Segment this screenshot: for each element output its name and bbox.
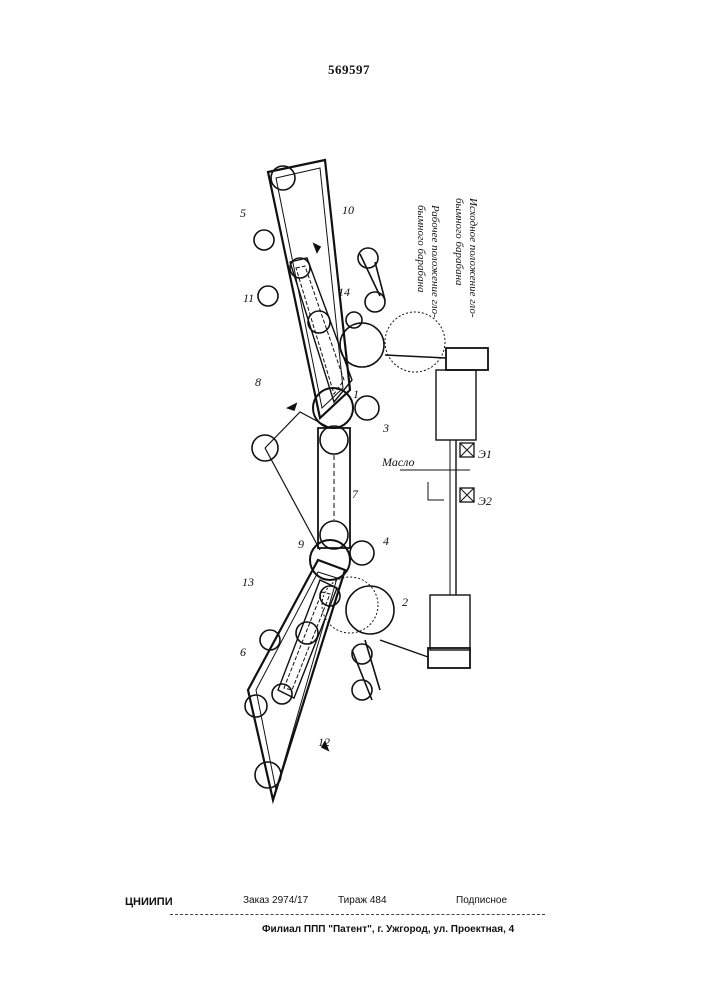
label-3: 3 <box>382 421 389 435</box>
caption-initial-line1: Исходное положение гло- <box>467 197 479 318</box>
label-4: 4 <box>383 534 389 548</box>
label-oil: Масло <box>381 455 415 469</box>
footer-subscription: Подписное <box>456 895 507 906</box>
label-11: 11 <box>243 291 254 305</box>
cylinder-upper-body <box>436 370 476 440</box>
pulley <box>346 312 362 328</box>
label-10: 10 <box>342 203 354 217</box>
glue-drum-2 <box>346 586 394 634</box>
label-12: 12 <box>318 735 330 749</box>
web-path <box>265 412 330 550</box>
pulley <box>272 684 292 704</box>
caption-working-line1: Рабочее положение гло- <box>429 204 441 318</box>
label-14: 14 <box>338 285 350 299</box>
footer-branch: Филиал ППП "Патент", г. Ужгород, ул. Про… <box>262 924 514 935</box>
drum-gear <box>365 292 385 312</box>
pulley <box>254 230 274 250</box>
cylinder-lower <box>428 648 470 668</box>
roller-4 <box>350 541 374 565</box>
label-6: 6 <box>240 645 246 659</box>
glue-drum-1 <box>340 323 384 367</box>
label-1: 1 <box>353 387 359 401</box>
glue-drum-1-working <box>385 312 445 372</box>
label-2: 2 <box>402 595 408 609</box>
label-9: 9 <box>298 537 304 551</box>
label-13: 13 <box>242 575 254 589</box>
footer-circulation: Тираж 484 <box>338 895 387 906</box>
pulley <box>308 311 330 333</box>
label-e1: Э1 <box>478 447 492 461</box>
caption-initial-line2: бымного барабана <box>453 198 465 286</box>
cylinder-lower-body <box>430 595 470 650</box>
label-e2: Э2 <box>478 494 492 508</box>
pulley <box>245 695 267 717</box>
footer-divider <box>170 914 545 915</box>
pulley <box>290 258 310 278</box>
footer-organization: ЦНИИПИ <box>125 896 173 908</box>
label-5: 5 <box>240 206 246 220</box>
label-8: 8 <box>255 375 261 389</box>
caption-working-line2: бымного барабана <box>415 205 427 293</box>
cylinder-upper <box>446 348 488 370</box>
footer-order: Заказ 2974/17 <box>243 895 308 906</box>
label-7: 7 <box>352 487 359 501</box>
pulley <box>258 286 278 306</box>
